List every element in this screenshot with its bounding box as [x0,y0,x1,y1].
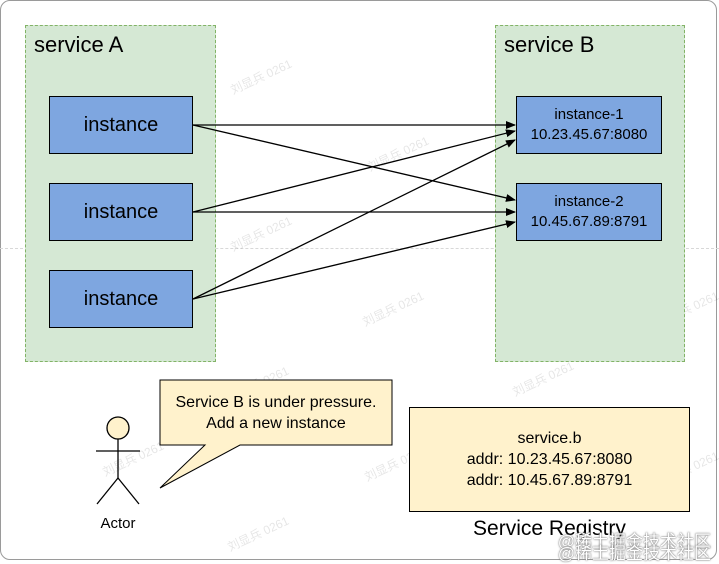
arrow-a1-b2 [192,124,516,202]
arrow-a3-b2 [192,220,516,300]
arrow-a2-b1 [192,129,516,213]
callout-line-2: Add a new instance [206,415,346,432]
service-registry-box: service.b addr: 10.23.45.67:8080 addr: 1… [409,407,690,512]
service-registry-title: Service Registry [473,517,626,540]
divider-line [0,248,719,249]
service-b-instance-2: instance-2 10.45.67.89:8791 [516,183,662,241]
registry-addr: addr: 10.23.45.67:8080 [466,451,633,468]
corner-watermark: @稀土掘金技术社区 [557,544,711,563]
callout-bubble [159,379,393,489]
registry-key: service.b [517,430,582,447]
actor-figure [96,416,140,505]
instance-label: instance [83,113,159,136]
actor-label: Actor [100,515,136,532]
instance-name: instance-1 [554,106,624,123]
corner-watermark: @稀土掘金技术社区 [557,532,711,551]
callout-text: Service B is under pressure. Add a new i… [160,392,392,434]
arrow-a3-b1 [192,139,516,300]
instance-address: 10.45.67.89:8791 [530,213,648,230]
registry-addr: addr: 10.45.67.89:8791 [466,472,633,489]
service-a-instance: instance [49,270,193,328]
callout-line-1: Service B is under pressure. [175,394,377,411]
service-a-instance: instance [49,96,193,154]
instance-label: instance [83,287,159,310]
service-b-title: service B [504,32,595,57]
service-a-instance: instance [49,183,193,241]
instance-label: instance [83,200,159,223]
instance-name: instance-2 [554,193,624,210]
service-b-instance-1: instance-1 10.23.45.67:8080 [516,96,662,154]
instance-address: 10.23.45.67:8080 [530,126,648,143]
service-a-title: service A [34,32,124,57]
